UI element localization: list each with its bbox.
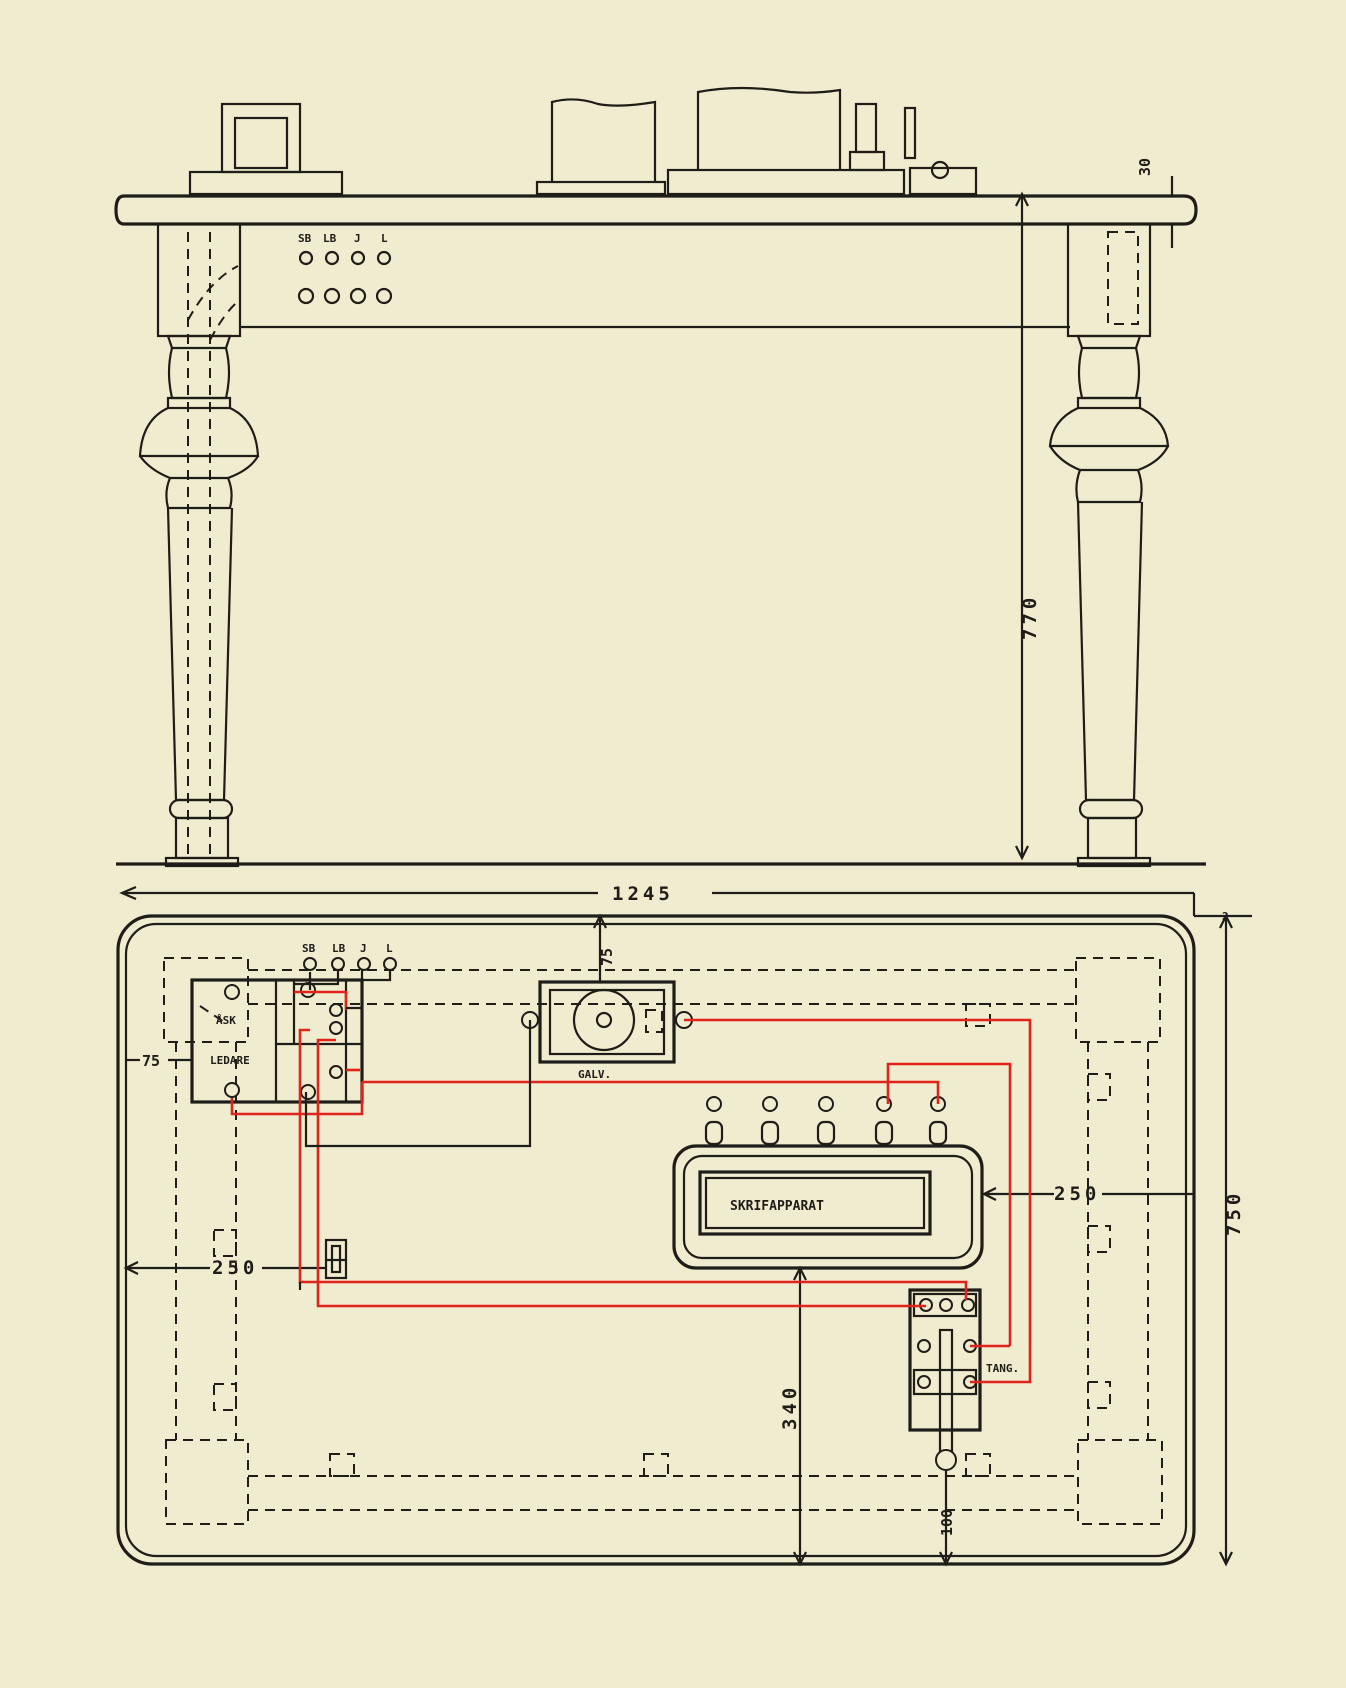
plan-terminal-label-lb: LB xyxy=(332,942,346,955)
dim-75-left: 75 xyxy=(142,1052,160,1070)
left-leg xyxy=(138,222,260,868)
dim-770: 770 xyxy=(1019,594,1041,640)
ask-ledare-panel: ÅSK LEDARE xyxy=(190,978,364,1104)
skrifapparat: SKRIFAPPARAT xyxy=(672,1144,984,1270)
dim-340: 340 xyxy=(779,1384,801,1430)
tang-label: TANG. xyxy=(986,1362,1019,1375)
dim-front-100: 100 xyxy=(938,1470,956,1567)
dim-table-height: 770 xyxy=(1015,191,1041,861)
terminal-label-l: L xyxy=(381,232,388,245)
dim-75-top: 75 xyxy=(598,948,616,966)
ledare-label: LEDARE xyxy=(210,1054,250,1067)
top-device-middle xyxy=(535,86,978,196)
plan-terminal-label-j: J xyxy=(360,942,367,955)
terminal-label-lb: LB xyxy=(323,232,337,245)
plan-terminal-label-l: L xyxy=(386,942,393,955)
plan-terminal-strip: SB LB J L xyxy=(302,942,397,971)
elevation-terminals: SB LB J L xyxy=(297,232,393,305)
dim-1245: 1245 xyxy=(612,883,674,905)
underframe-dashed xyxy=(163,957,1163,1525)
dim-left-250: 250 xyxy=(123,1257,326,1279)
terminal-label-j: J xyxy=(354,232,361,245)
right-leg xyxy=(1048,222,1170,868)
top-device-left xyxy=(188,102,344,196)
dim-table-depth: 750 xyxy=(1219,913,1245,1567)
dim-front-340: 340 xyxy=(779,1265,807,1567)
dim-left-margin: 75 xyxy=(126,1052,192,1070)
plan-terminal-label-sb: SB xyxy=(302,942,316,955)
dim-30: 30 xyxy=(1136,158,1154,176)
galv-label: GALV. xyxy=(578,1068,611,1081)
terminal-label-sb: SB xyxy=(298,232,312,245)
dim-750: 750 xyxy=(1223,1190,1245,1236)
dim-top-thickness: 30 xyxy=(1136,158,1174,248)
dim-100: 100 xyxy=(938,1509,956,1536)
telegraph-key: TANG. xyxy=(908,1288,1019,1471)
skrif-terminals xyxy=(704,1096,948,1146)
plan-view: 1245 2 xyxy=(116,883,1252,1567)
skrifapparat-label: SKRIFAPPARAT xyxy=(730,1199,824,1214)
dim-top-margin: 75 xyxy=(593,913,616,982)
ask-label: ÅSK xyxy=(216,1014,236,1027)
dim-right-250: 250 xyxy=(981,1183,1194,1205)
table-outline xyxy=(116,914,1196,1566)
dim-250-right: 250 xyxy=(1054,1183,1100,1205)
dim-table-length: 1245 xyxy=(119,883,1196,916)
table-top xyxy=(114,194,1198,226)
elevation-view: SB LB J L 770 30 xyxy=(114,86,1206,868)
black-wiring xyxy=(294,970,532,1290)
galvanometer: GALV. xyxy=(521,980,693,1081)
dim-250-left: 250 xyxy=(212,1257,258,1279)
